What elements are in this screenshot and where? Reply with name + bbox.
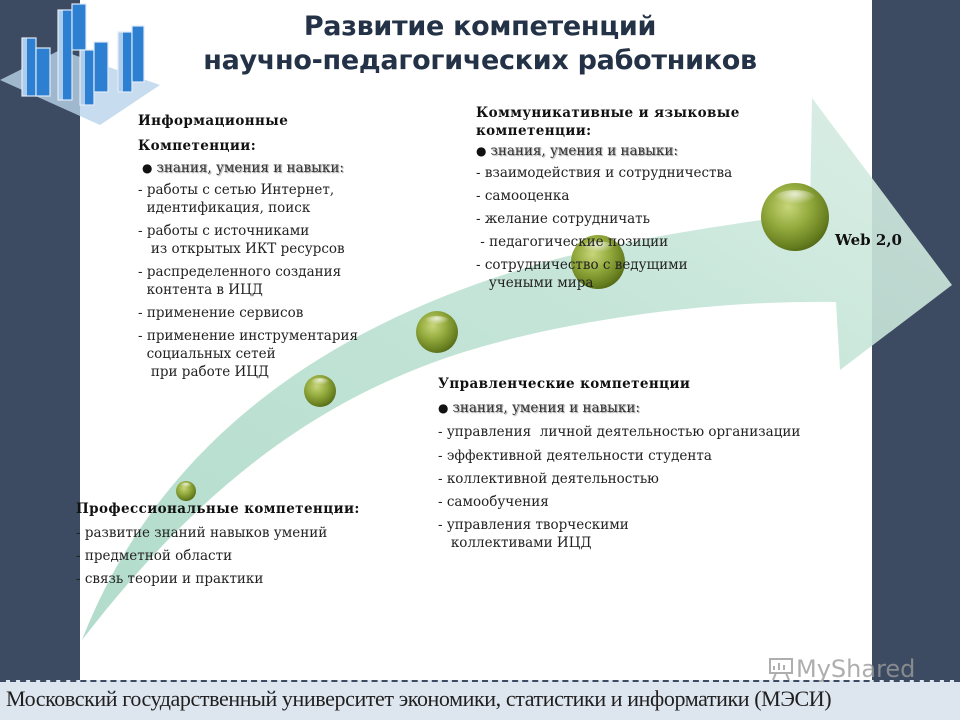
list-item: - педагогические позиции [476, 234, 669, 250]
list-item: - желание сотрудничать [476, 211, 651, 227]
list-item: - применение сервисов [138, 305, 304, 321]
communicative-competencies-block: Коммуникативные и языковые компетенции: … [476, 104, 740, 292]
title-line-1: Развитие компетенций [303, 11, 657, 42]
list-item: контента в ИЦД [138, 282, 263, 298]
list-item: - самооценка [476, 188, 570, 204]
bullet-dot-icon: ● [142, 161, 153, 175]
list-item: - коллективной деятельностью [438, 471, 659, 487]
right-side-panel [872, 0, 960, 680]
list-item: учеными мира [476, 275, 594, 291]
list-item: из открытых ИКТ ресурсов [138, 241, 345, 257]
professional-competencies-block: Профессиональные компетенции: - развитие… [76, 500, 360, 588]
list-item: социальных сетей [138, 346, 276, 362]
managerial-bullet: ●знания, умения и навыки: [438, 400, 640, 416]
informational-bullet: ●знания, умения и навыки: [142, 160, 344, 176]
footer-university-name: Московский государственный университет э… [6, 686, 832, 711]
informational-competencies-block: Информационные Компетенции: ●знания, уме… [138, 112, 358, 381]
list-item: - взаимодействия и сотрудничества [476, 165, 733, 181]
informational-heading-1: Информационные [138, 113, 289, 129]
footer-band [0, 680, 960, 720]
presentation-board-icon [769, 658, 793, 681]
list-item: при работе ИЦД [138, 364, 270, 380]
myshared-watermark: MyShared [768, 655, 915, 683]
list-item: идентификация, поиск [138, 200, 311, 216]
bullet-dot-icon: ● [476, 144, 487, 158]
list-item: - работы с сетью Интернет, [138, 182, 335, 198]
list-item: - управления творческими [438, 517, 629, 533]
managerial-competencies-block: Управленческие компетенции ●знания, умен… [438, 375, 800, 552]
bullet-dot-icon: ● [438, 401, 449, 415]
title-line-2: научно-педагогических работников [203, 45, 757, 76]
list-item: - предметной области [76, 548, 233, 564]
page-title: Развитие компетенций научно-педагогическ… [190, 10, 770, 78]
watermark-text: MyShared [796, 655, 916, 683]
list-item: - работы с источниками [138, 223, 310, 239]
list-item: - самообучения [438, 494, 549, 510]
milestone-ball-2 [304, 375, 336, 407]
list-item: - эффективной деятельности студента [438, 448, 712, 464]
web20-label: Web 2,0 [835, 231, 902, 249]
communicative-bullet: ●знания, умения и навыки: [476, 143, 678, 159]
list-item: - применение инструментария [138, 328, 359, 344]
list-item: - распределенного создания [138, 264, 342, 280]
footer-divider [0, 680, 960, 682]
list-item: - связь теории и практики [76, 571, 264, 587]
milestone-ball-4 [571, 235, 625, 289]
communicative-heading-2: компетенции: [476, 123, 592, 139]
list-item: коллективами ИЦД [438, 535, 592, 551]
milestone-ball-5 [761, 183, 829, 251]
milestone-ball-1 [176, 481, 196, 501]
list-item: - управления личной деятельностью органи… [438, 424, 801, 440]
list-item: - развитие знаний навыков умений [76, 525, 328, 541]
left-side-panel [0, 0, 80, 680]
list-item: - сотрудничество с ведущими [476, 257, 688, 273]
professional-heading: Профессиональные компетенции: [76, 501, 360, 517]
communicative-heading-1: Коммуникативные и языковые [476, 105, 740, 121]
managerial-heading: Управленческие компетенции [438, 376, 691, 392]
milestone-ball-3 [416, 311, 458, 353]
informational-heading-2: Компетенции: [138, 138, 257, 154]
mesi-logo-icon [0, 3, 160, 125]
